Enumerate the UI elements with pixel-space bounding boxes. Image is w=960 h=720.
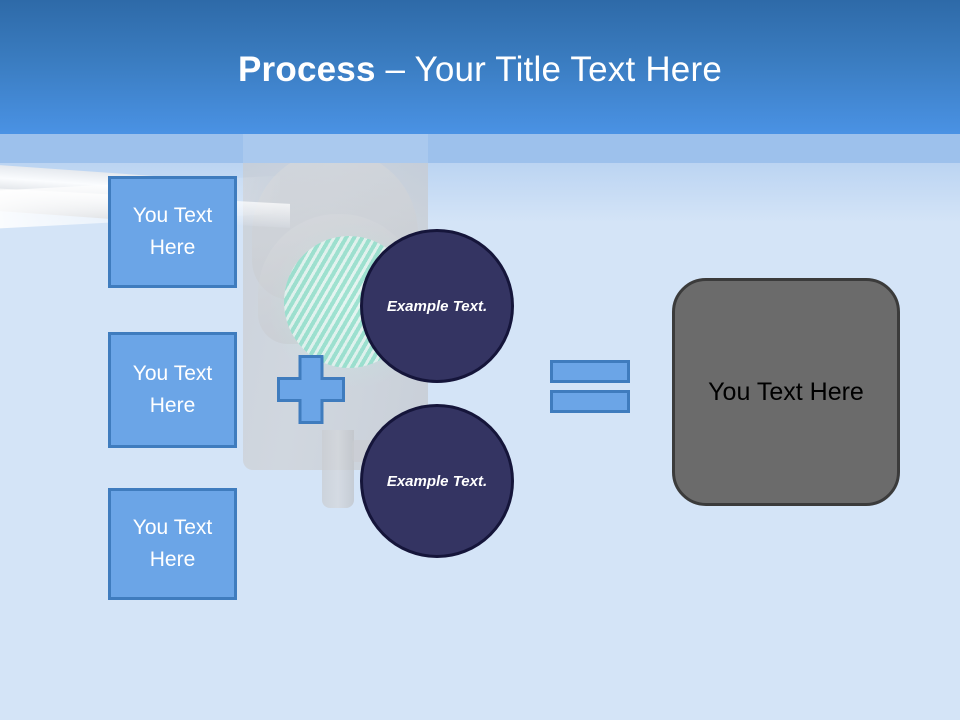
equals-bar-top [550, 360, 630, 383]
header-accent-band [0, 134, 960, 163]
plus-sign-icon[interactable] [277, 355, 345, 424]
equals-sign-icon[interactable] [550, 360, 630, 413]
result-box[interactable]: You Text Here [672, 278, 900, 506]
equals-bar-bottom [550, 390, 630, 413]
header-accent-band-photo-overlay [243, 134, 428, 163]
step-box-3[interactable]: You Text Here [108, 488, 237, 600]
step-box-2[interactable]: You Text Here [108, 332, 237, 448]
step-box-1[interactable]: You Text Here [108, 176, 237, 288]
step-box-2-label: You Text Here [132, 362, 213, 417]
example-circle-1-label: Example Text. [386, 297, 488, 315]
header-band [0, 0, 960, 134]
result-box-label: You Text Here [708, 377, 864, 406]
example-circle-1[interactable]: Example Text. [360, 229, 514, 383]
page-title-rest: – Your Title Text Here [375, 50, 722, 89]
page-title-strong: Process [238, 50, 376, 89]
step-box-3-label: You Text Here [132, 516, 213, 571]
example-circle-2[interactable]: Example Text. [360, 404, 514, 558]
page-title: Process – Your Title Text Here [0, 48, 960, 92]
example-circle-2-label: Example Text. [386, 472, 488, 490]
step-box-1-label: You Text Here [132, 204, 213, 259]
